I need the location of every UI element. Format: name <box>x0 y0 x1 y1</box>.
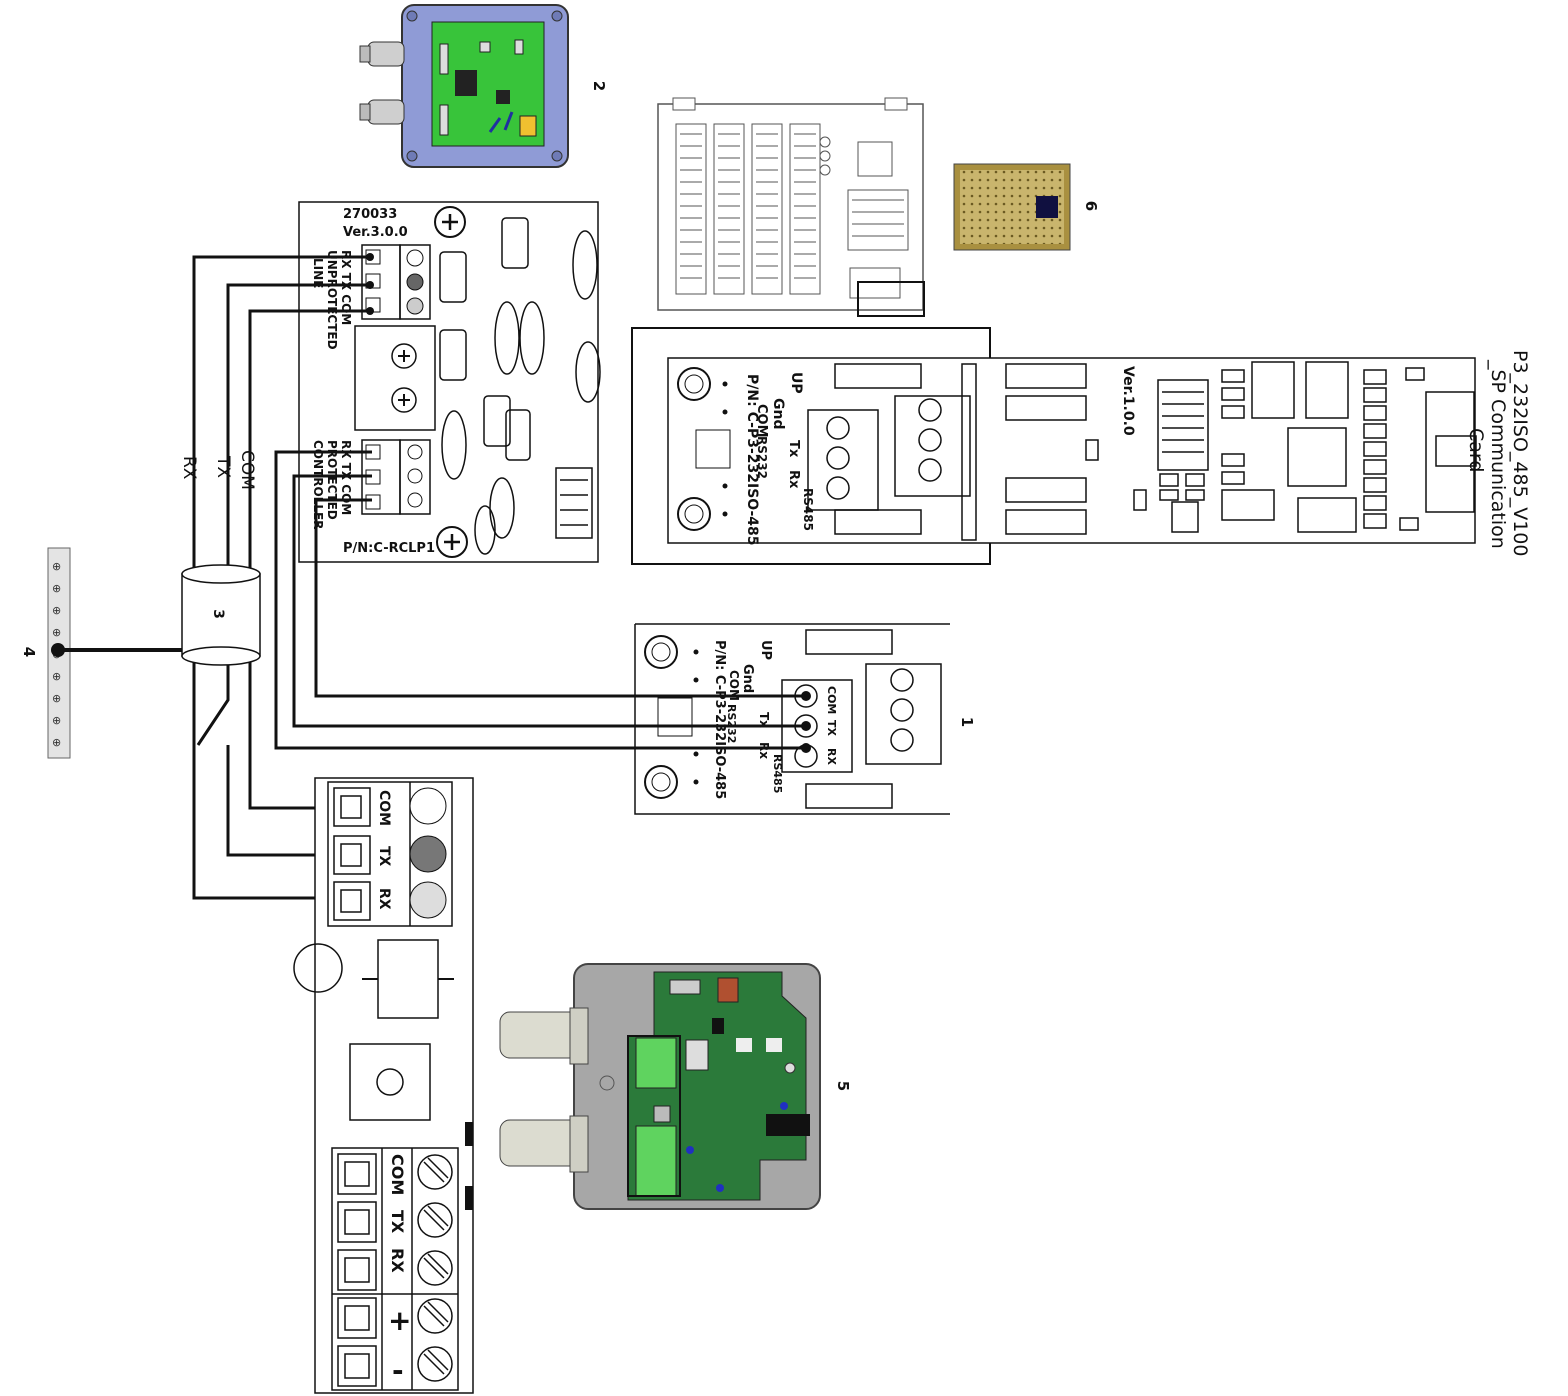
card1-tx: Tx <box>757 712 771 728</box>
card1-term-com: COM <box>825 686 838 714</box>
enclosure-2 <box>359 4 569 168</box>
ground-lug <box>51 643 65 657</box>
cable-tx-label: TX <box>213 455 233 478</box>
rclp1-bot-row: RX TX COM <box>339 440 353 515</box>
bd-top-tx: TX <box>376 846 392 867</box>
card1-up: UP <box>758 640 773 660</box>
p3-card: P/N: C-P3-232ISO-485 UP Gnd COM Tx Rx RS… <box>631 327 1477 565</box>
card1-rs232: RS232 <box>725 704 738 743</box>
bd-top-rx: RX <box>376 888 392 910</box>
p3-rx: Rx <box>786 470 801 489</box>
p3-title-3: Card <box>1465 428 1487 472</box>
card-1: UP Gnd COM Tx Rx RS232 RS485 P/N: C-P3-2… <box>634 623 950 815</box>
p3-rs485: RS485 <box>801 488 815 531</box>
card1-com: COM <box>727 670 741 701</box>
p3-up: UP <box>788 372 804 394</box>
svg-text:⊕: ⊕ <box>52 692 61 705</box>
ferrite-3 <box>181 564 261 666</box>
svg-text:⊕: ⊕ <box>52 670 61 683</box>
card1-pn: P/N: C-P3-232ISO-485 <box>712 640 727 799</box>
rclp1-board: 270033 Ver.3.0.0 RX TX COM UNPROTECTED L… <box>298 201 601 563</box>
p3-title-2: _SP Communication <box>1487 359 1509 549</box>
p3-gnd: Gnd <box>770 398 786 429</box>
callout-3: 3 <box>210 609 226 619</box>
cable-rx-label: RX <box>179 456 199 480</box>
card1-rs485: RS485 <box>771 754 784 793</box>
card1-term-tx: TX <box>825 720 838 737</box>
card1-gnd: Gnd <box>740 664 755 693</box>
rclp1-code: 270033 <box>343 207 397 222</box>
module-6 <box>953 163 1071 251</box>
callout-6: 6 <box>1082 201 1100 211</box>
rclp1-version: Ver.3.0.0 <box>343 225 408 240</box>
card1-rx: Rx <box>757 742 771 759</box>
card1-rx-dot <box>801 743 811 753</box>
rclp1-pn: P/N:C-RCLP1 <box>343 541 435 556</box>
rclp1-top-row: RX TX COM <box>339 250 353 325</box>
callout-2: 2 <box>590 81 608 91</box>
svg-text:⊕: ⊕ <box>52 582 61 595</box>
bd-bot-plus: + <box>388 1304 411 1337</box>
p3-title-1: P3_232ISO_485_V100 <box>1509 350 1531 556</box>
p3-com: COM <box>754 404 769 438</box>
p3-tx: Tx <box>786 440 801 458</box>
card1-com-dot <box>801 691 811 701</box>
bd-top-com: COM <box>376 790 392 826</box>
rclp1-top-l2: UNPROTECTED <box>325 250 339 350</box>
p3-rs232: RS232 <box>755 436 769 479</box>
bottom-device: COM TX RX COM TX RX + - <box>293 777 474 1394</box>
bd-bot-rx: RX <box>388 1248 407 1273</box>
p3-version: Ver.1.0.0 <box>1120 366 1136 436</box>
card1-term-rx: RX <box>825 748 838 765</box>
svg-text:⊕: ⊕ <box>52 560 61 573</box>
wires <box>58 255 806 900</box>
svg-text:⊕: ⊕ <box>52 604 61 617</box>
rclp1-top-l3: LINE <box>311 258 325 288</box>
bd-bot-minus: - <box>392 1354 404 1387</box>
card1-tx-dot <box>801 721 811 731</box>
callout-5: 5 <box>834 1081 852 1091</box>
svg-text:⊕: ⊕ <box>52 736 61 749</box>
enclosure-5 <box>499 963 821 1210</box>
controller-board <box>657 97 925 317</box>
callout-1: 1 <box>958 717 976 727</box>
svg-text:⊕: ⊕ <box>52 626 61 639</box>
bd-bot-com: COM <box>388 1154 407 1195</box>
cable-com-label: COM <box>237 450 257 490</box>
bd-bot-tx: TX <box>388 1210 407 1234</box>
svg-text:⊕: ⊕ <box>52 714 61 727</box>
p3-pn: P/N: C-P3-232ISO-485 <box>744 374 760 546</box>
callout-4: 4 <box>20 647 38 657</box>
